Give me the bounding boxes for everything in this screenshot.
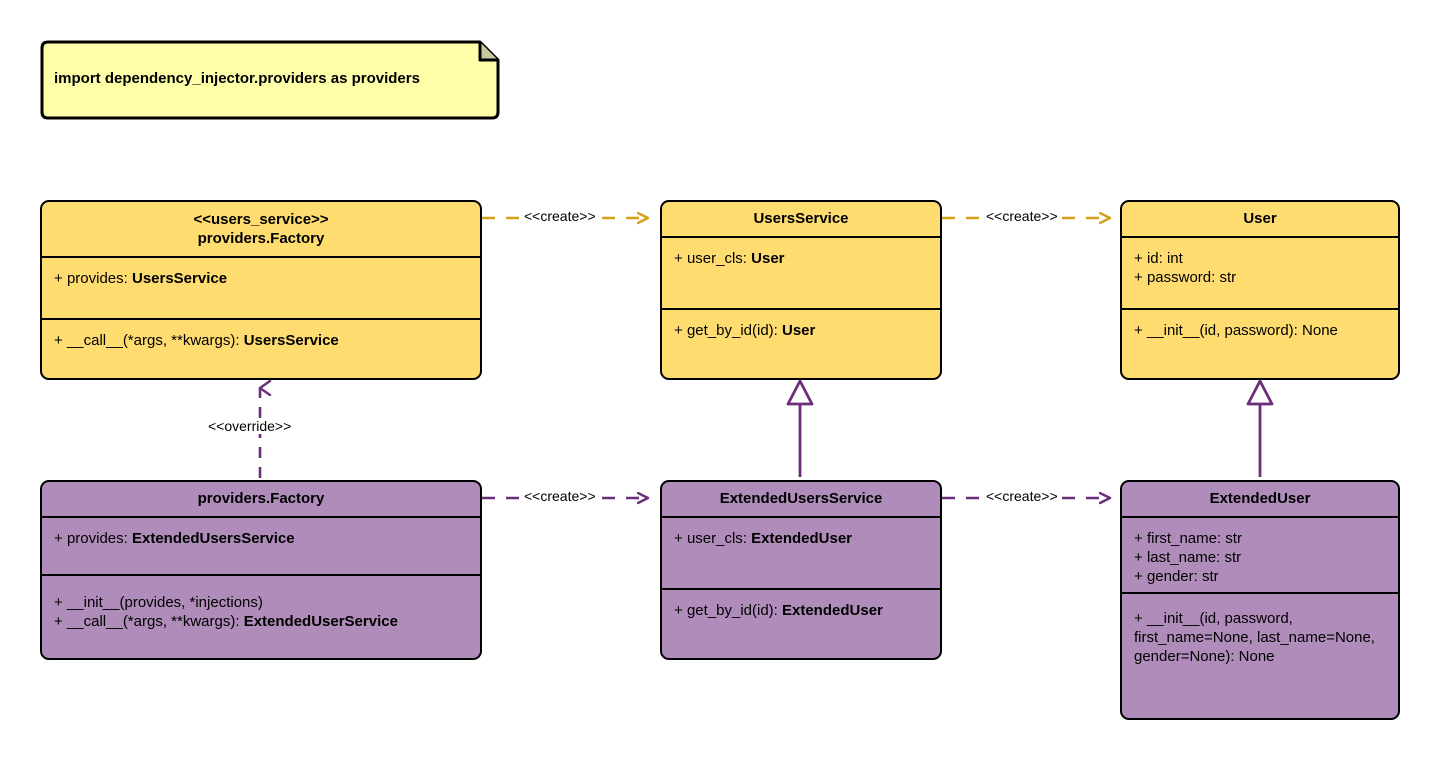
- method-return-type: User: [782, 322, 816, 339]
- visibility-marker: +: [54, 594, 63, 611]
- attribute-text: gender: str: [1146, 567, 1219, 585]
- class-attributes: + user_cls: User: [662, 238, 940, 308]
- visibility-marker: +: [54, 270, 63, 287]
- method-row: + get_by_id(id): ExtendedUser: [674, 602, 930, 621]
- attribute-row: + password: str: [1134, 269, 1388, 288]
- attribute-type: ExtendedUser: [751, 530, 853, 547]
- attribute-row: + id: int: [1134, 250, 1388, 269]
- method-row: + __init__(id, password): None: [1134, 322, 1388, 341]
- attribute-text: provides:: [66, 530, 132, 547]
- edge-label-create-top-left: <<create>>: [521, 208, 599, 224]
- class-attributes: + provides: UsersService: [42, 258, 480, 318]
- method-text: __init__(id, password): None: [1146, 322, 1338, 339]
- visibility-marker: +: [1134, 268, 1143, 286]
- visibility-marker: +: [54, 612, 63, 630]
- method-return-type: ExtendedUser: [782, 602, 883, 619]
- attribute-text: id: int: [1146, 250, 1183, 267]
- class-name: ExtendedUsersService: [719, 490, 883, 508]
- visibility-marker: +: [1134, 322, 1143, 339]
- method-text: __call__(*args, **kwargs):: [66, 332, 244, 349]
- method-return-type: ExtendedUserService: [243, 612, 398, 630]
- class-name: providers.Factory: [197, 230, 325, 247]
- edge-label-create-bottom-right: <<create>>: [983, 488, 1061, 504]
- attribute-row: + user_cls: ExtendedUser: [674, 530, 930, 549]
- class-methods: + get_by_id(id): User: [662, 308, 940, 378]
- class-title: providers.Factory: [42, 482, 480, 518]
- method-text: get_by_id(id):: [686, 602, 782, 619]
- attribute-text: first_name: str: [1146, 530, 1242, 547]
- visibility-marker: +: [54, 530, 63, 547]
- visibility-marker: +: [1134, 530, 1143, 547]
- method-text: __init__(provides, *injections): [66, 594, 263, 611]
- class-users-service[interactable]: UsersService + user_cls: User + get_by_i…: [660, 200, 942, 380]
- edge-label-override: <<override>>: [205, 418, 295, 434]
- attribute-text: provides:: [66, 270, 132, 287]
- class-title: UsersService: [662, 202, 940, 238]
- class-attributes: + user_cls: ExtendedUser: [662, 518, 940, 588]
- class-name: providers.Factory: [197, 490, 325, 508]
- class-name: UsersService: [753, 210, 849, 228]
- attribute-type: UsersService: [131, 270, 228, 287]
- class-users-service-factory[interactable]: <<users_service>> providers.Factory + pr…: [40, 200, 482, 380]
- class-title: ExtendedUsersService: [662, 482, 940, 518]
- attribute-text: user_cls:: [686, 530, 752, 547]
- method-return-type: UsersService: [243, 332, 339, 349]
- method-row: + __init__(provides, *injections): [54, 594, 470, 613]
- attribute-text: last_name: str: [1146, 548, 1242, 566]
- class-attributes: + provides: ExtendedUsersService: [42, 518, 480, 574]
- class-title: ExtendedUser: [1122, 482, 1398, 518]
- visibility-marker: +: [54, 332, 63, 349]
- class-methods: + get_by_id(id): ExtendedUser: [662, 588, 940, 658]
- class-methods: + __init__(provides, *injections) + __ca…: [42, 574, 480, 658]
- method-row: + __init__(id, password, first_name=None…: [1134, 610, 1388, 666]
- attribute-type: ExtendedUsersService: [131, 530, 295, 547]
- attribute-row: + gender: str: [1134, 568, 1388, 587]
- attribute-type: User: [751, 250, 785, 267]
- class-title: User: [1122, 202, 1398, 238]
- class-methods: + __init__(id, password, first_name=None…: [1122, 592, 1398, 718]
- method-text: get_by_id(id):: [686, 322, 782, 339]
- class-methods: + __call__(*args, **kwargs): UsersServic…: [42, 318, 480, 378]
- class-name: User: [1243, 210, 1277, 228]
- attribute-row: + user_cls: User: [674, 250, 930, 269]
- note-shape: [40, 40, 500, 120]
- class-extended-users-service[interactable]: ExtendedUsersService + user_cls: Extende…: [660, 480, 942, 660]
- visibility-marker: +: [1134, 548, 1143, 566]
- class-title: <<users_service>> providers.Factory: [42, 202, 480, 258]
- class-attributes: + first_name: str + last_name: str + gen…: [1122, 518, 1398, 592]
- attribute-row: + provides: ExtendedUsersService: [54, 530, 470, 549]
- edge-generalization-service: [786, 379, 814, 477]
- method-text: __init__(id, password, first_name=None, …: [1134, 610, 1375, 665]
- class-name: ExtendedUser: [1209, 490, 1311, 508]
- class-extended-user[interactable]: ExtendedUser + first_name: str + last_na…: [1120, 480, 1400, 720]
- edge-label-create-bottom-left: <<create>>: [521, 488, 599, 504]
- class-attributes: + id: int + password: str: [1122, 238, 1398, 308]
- visibility-marker: +: [674, 602, 683, 619]
- method-text: __call__(*args, **kwargs):: [66, 612, 244, 630]
- edge-generalization-user: [1246, 379, 1274, 477]
- note-text: import dependency_injector.providers as …: [54, 70, 420, 87]
- class-methods: + __init__(id, password): None: [1122, 308, 1398, 378]
- method-row: + __call__(*args, **kwargs): UsersServic…: [54, 332, 470, 351]
- visibility-marker: +: [674, 250, 683, 267]
- visibility-marker: +: [674, 530, 683, 547]
- attribute-row: + last_name: str: [1134, 549, 1388, 568]
- note-import: import dependency_injector.providers as …: [40, 40, 500, 120]
- method-row: + get_by_id(id): User: [674, 322, 930, 341]
- class-extended-factory[interactable]: providers.Factory + provides: ExtendedUs…: [40, 480, 482, 660]
- visibility-marker: +: [1134, 610, 1143, 627]
- attribute-row: + first_name: str: [1134, 530, 1388, 549]
- edge-label-create-top-right: <<create>>: [983, 208, 1061, 224]
- visibility-marker: +: [674, 322, 683, 339]
- attribute-text: user_cls:: [686, 250, 752, 267]
- visibility-marker: +: [1134, 567, 1143, 585]
- class-user[interactable]: User + id: int + password: str + __init_…: [1120, 200, 1400, 380]
- visibility-marker: +: [1134, 250, 1143, 267]
- method-row: + __call__(*args, **kwargs): ExtendedUse…: [54, 613, 470, 632]
- class-stereotype: <<users_service>>: [193, 210, 329, 228]
- attribute-row: + provides: UsersService: [54, 270, 470, 289]
- attribute-text: password: str: [1146, 268, 1237, 286]
